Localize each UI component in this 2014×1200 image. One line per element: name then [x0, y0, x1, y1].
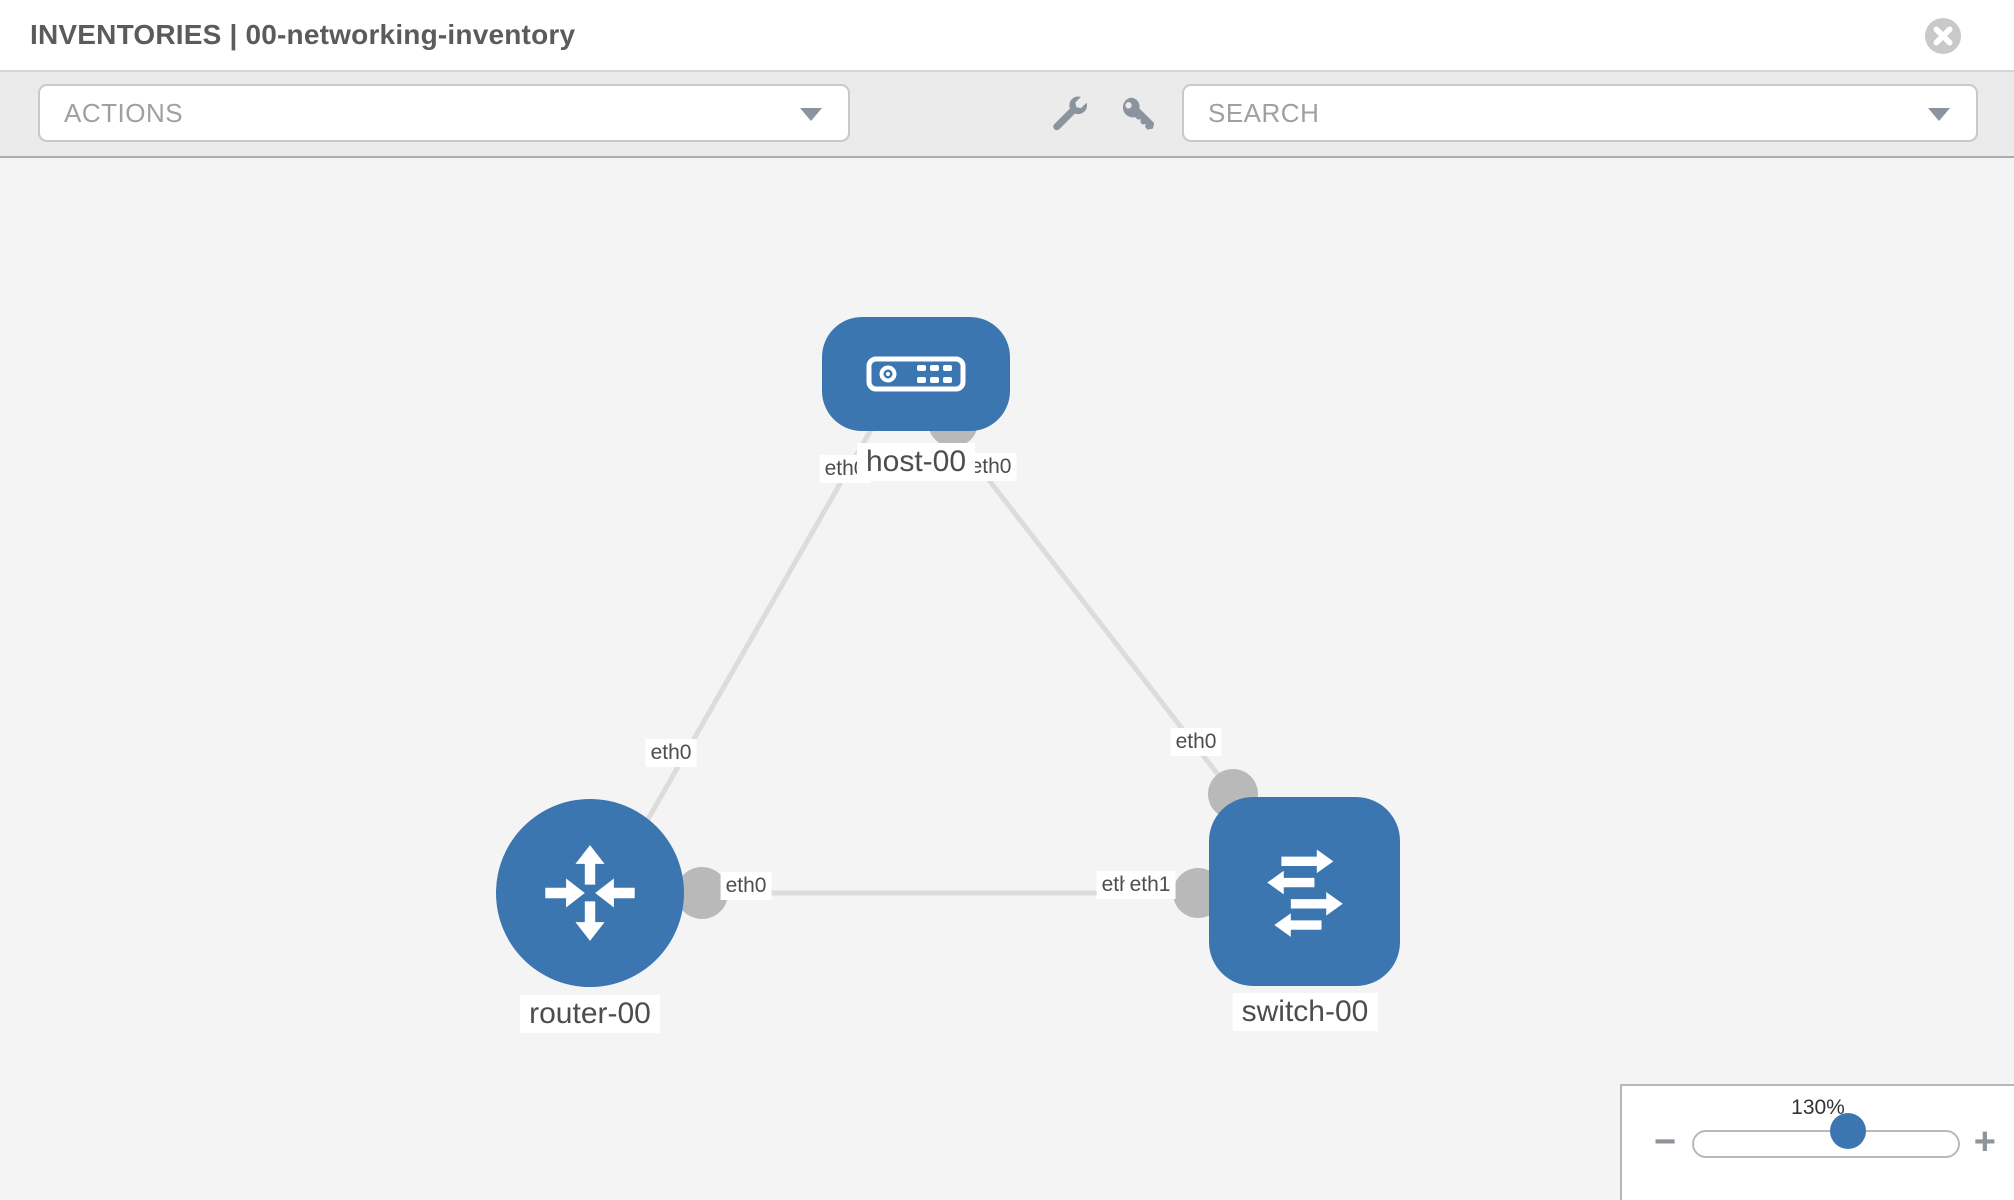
key-icon — [1122, 97, 1155, 130]
zoom-slider[interactable] — [1692, 1130, 1960, 1158]
chevron-down-icon — [800, 108, 822, 121]
zoom-in-button[interactable]: + — [1973, 1121, 1996, 1163]
interface-label: eth1 — [1124, 871, 1176, 899]
host-node[interactable] — [822, 317, 1010, 431]
interface-label: eth0 — [1170, 728, 1222, 756]
topology-canvas[interactable]: eth0 eth0 eth0 eth0 eth0 eth0 eth1 host-… — [0, 158, 2014, 1200]
zoom-slider-thumb[interactable] — [1830, 1113, 1866, 1149]
node-label-router: router-00 — [520, 995, 660, 1033]
zoom-out-button[interactable]: − — [1654, 1121, 1677, 1163]
chevron-down-icon — [1928, 108, 1950, 121]
host-icon — [866, 356, 966, 392]
zoom-level-label: 130% — [1791, 1096, 1845, 1119]
interface-label: eth0 — [720, 872, 772, 900]
key-button[interactable] — [1118, 94, 1158, 134]
interface-dot-router — [676, 867, 728, 919]
toolbar: ACTIONS SEARCH — [0, 72, 2014, 158]
search-placeholder: SEARCH — [1208, 97, 1320, 128]
search-dropdown[interactable]: SEARCH — [1182, 84, 1978, 142]
node-label-host: host-00 — [856, 443, 976, 481]
links-layer — [595, 426, 1300, 905]
wrench-icon — [1053, 96, 1087, 131]
close-button[interactable] — [1924, 17, 1962, 55]
router-icon — [545, 845, 635, 941]
switch-node[interactable] — [1209, 797, 1400, 986]
actions-dropdown-label: ACTIONS — [64, 97, 184, 128]
actions-dropdown[interactable]: ACTIONS — [38, 84, 850, 142]
wrench-button[interactable] — [1050, 94, 1090, 134]
page-title: INVENTORIES | 00-networking-inventory — [30, 19, 576, 50]
switch-icon — [1266, 849, 1343, 937]
zoom-panel: 130% − + — [1620, 1084, 2014, 1200]
router-node[interactable] — [496, 799, 684, 987]
x-circle-icon — [1924, 17, 1962, 55]
node-label-switch: switch-00 — [1232, 993, 1378, 1031]
interface-label: eth0 — [645, 739, 697, 767]
page-header: INVENTORIES | 00-networking-inventory — [0, 0, 2014, 72]
